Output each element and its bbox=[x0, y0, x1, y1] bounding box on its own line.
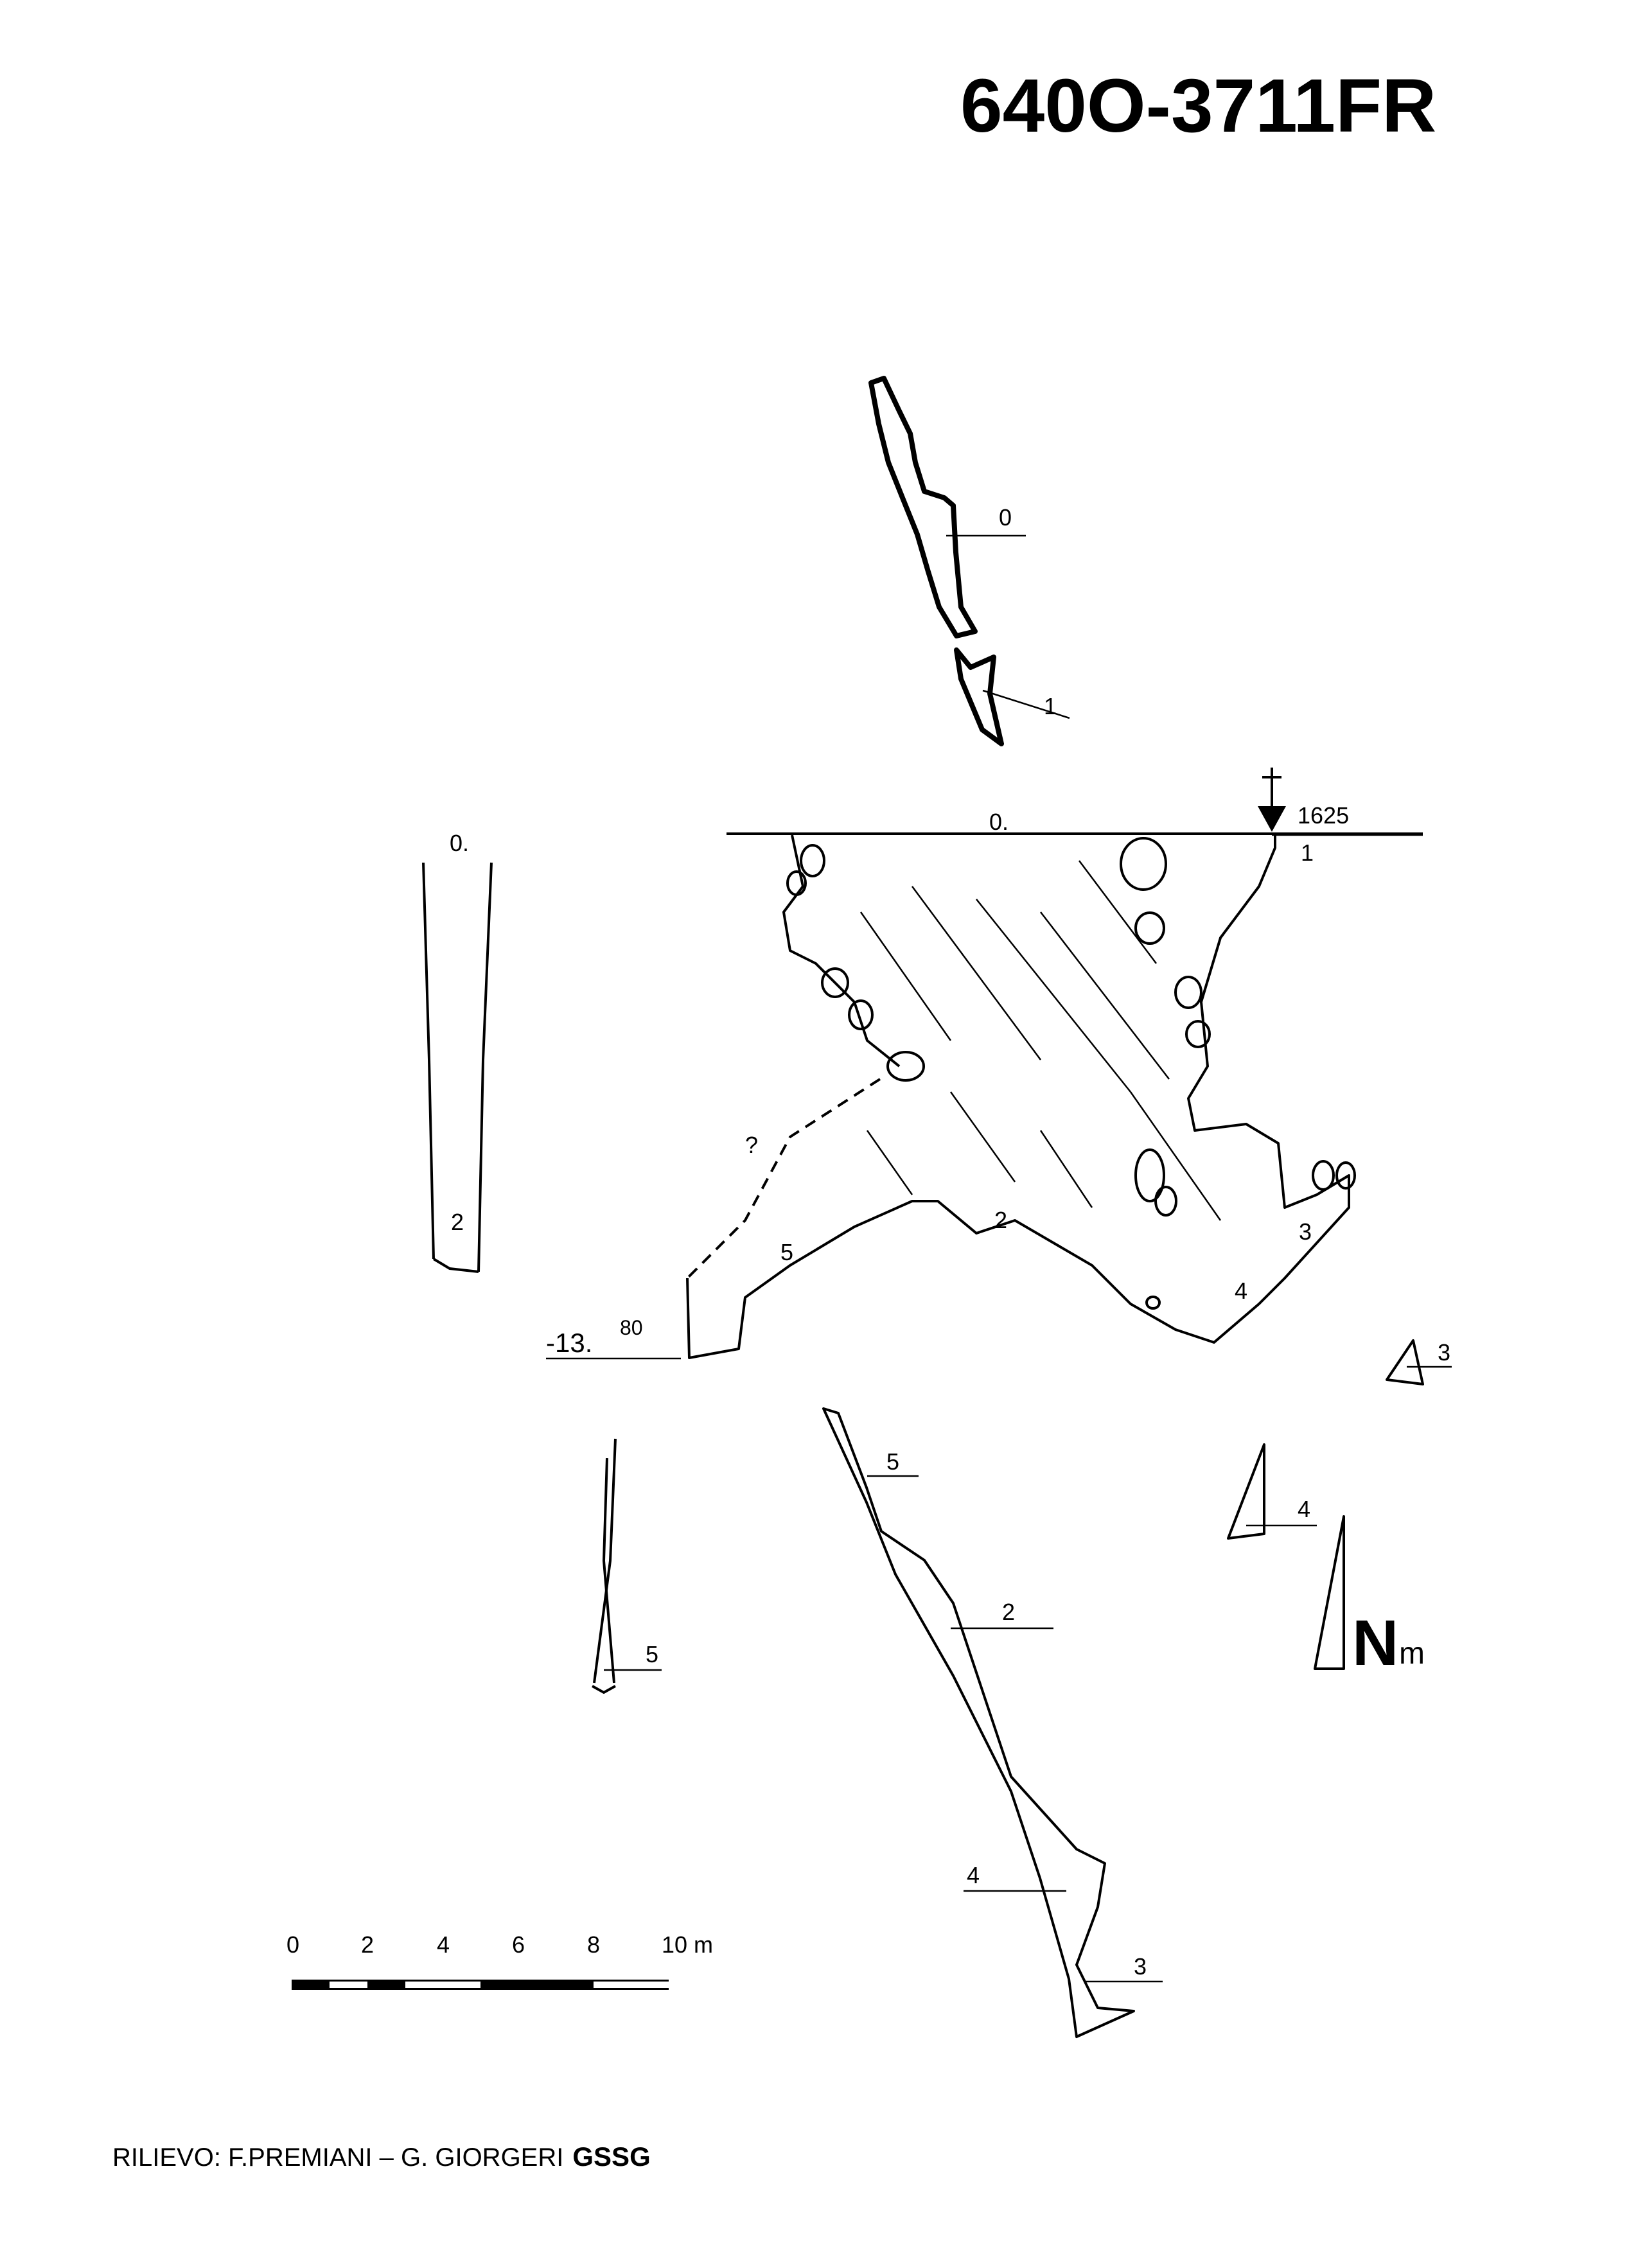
cross-section-4: 4 bbox=[1227, 1443, 1317, 1540]
plan-lower-fragment bbox=[954, 647, 1004, 746]
station-label: 2 bbox=[994, 1207, 1007, 1233]
leader-line bbox=[982, 689, 1070, 719]
station-label: 2 bbox=[1002, 1599, 1015, 1625]
cross-section-5: 5 bbox=[592, 1438, 662, 1694]
station-label: 4 bbox=[1298, 1496, 1310, 1522]
station-label: 5 bbox=[780, 1239, 793, 1265]
depth-decimals: 80 bbox=[620, 1316, 643, 1339]
uncertain-wall bbox=[686, 1078, 881, 1279]
cross-section-0-2: 0. 2 bbox=[422, 830, 493, 1273]
surveyors: RILIEVO: F.PREMIANI – G. GIORGERI bbox=[112, 2143, 563, 2172]
station-label: 3 bbox=[1299, 1218, 1312, 1245]
boulders bbox=[786, 837, 1356, 1310]
scale-label: 6 bbox=[512, 1931, 525, 1958]
scale-label: 0 bbox=[286, 1931, 299, 1958]
plan-entrance-shaft bbox=[868, 376, 978, 638]
section-outline bbox=[782, 834, 901, 1068]
magnetic-label: m bbox=[1399, 1637, 1425, 1671]
station-label: 0 bbox=[999, 504, 1012, 531]
plan-lower: 5 2 4 3 bbox=[822, 1407, 1163, 2038]
scale-label: 10 m bbox=[662, 1931, 713, 1958]
station-label: 3 bbox=[1134, 1953, 1147, 1980]
scale-label: 4 bbox=[437, 1931, 450, 1958]
scale-label: 8 bbox=[587, 1931, 600, 1958]
station-label: 4 bbox=[967, 1862, 980, 1888]
station-label: 0. bbox=[450, 830, 469, 856]
uncertain-mark: ? bbox=[745, 1132, 758, 1158]
north-letter: N bbox=[1352, 1607, 1398, 1679]
survey-credit: RILIEVO: F.PREMIANI – G. GIORGERI GSSG bbox=[112, 2141, 651, 2172]
plan-gallery-outline bbox=[822, 1407, 1135, 2038]
station-label: 5 bbox=[886, 1448, 899, 1475]
station-label: 1 bbox=[1044, 693, 1057, 719]
cross-section-3: 3 bbox=[1386, 1339, 1452, 1385]
station-label: 5 bbox=[646, 1641, 658, 1667]
entrance-marker bbox=[1258, 768, 1423, 836]
scale-label: 2 bbox=[361, 1931, 374, 1958]
bedding-hatching bbox=[859, 860, 1222, 1221]
plan-upper: 0 1 bbox=[868, 376, 1070, 746]
north-arrow-icon: N m bbox=[1314, 1515, 1425, 1679]
station-label: 4 bbox=[1235, 1278, 1247, 1304]
station-label: 2 bbox=[451, 1209, 464, 1235]
depth-label: -13. bbox=[546, 1328, 592, 1358]
arrow-down-icon bbox=[1258, 806, 1286, 832]
station-label: 3 bbox=[1438, 1339, 1450, 1366]
station-label: 1 bbox=[1301, 840, 1314, 866]
longitudinal-section: 1625 0. 1 ? 5 2 3 4 -13. 80 bbox=[546, 768, 1423, 1360]
survey-group: GSSG bbox=[572, 2141, 650, 2172]
station-label: 0. bbox=[989, 809, 1008, 835]
entrance-elevation: 1625 bbox=[1298, 802, 1349, 829]
scale-bar: 0 2 4 6 8 10 m bbox=[286, 1931, 713, 1990]
section-floor bbox=[686, 834, 1350, 1359]
cave-cadastral-number: 640O-3711FR bbox=[960, 64, 1436, 148]
